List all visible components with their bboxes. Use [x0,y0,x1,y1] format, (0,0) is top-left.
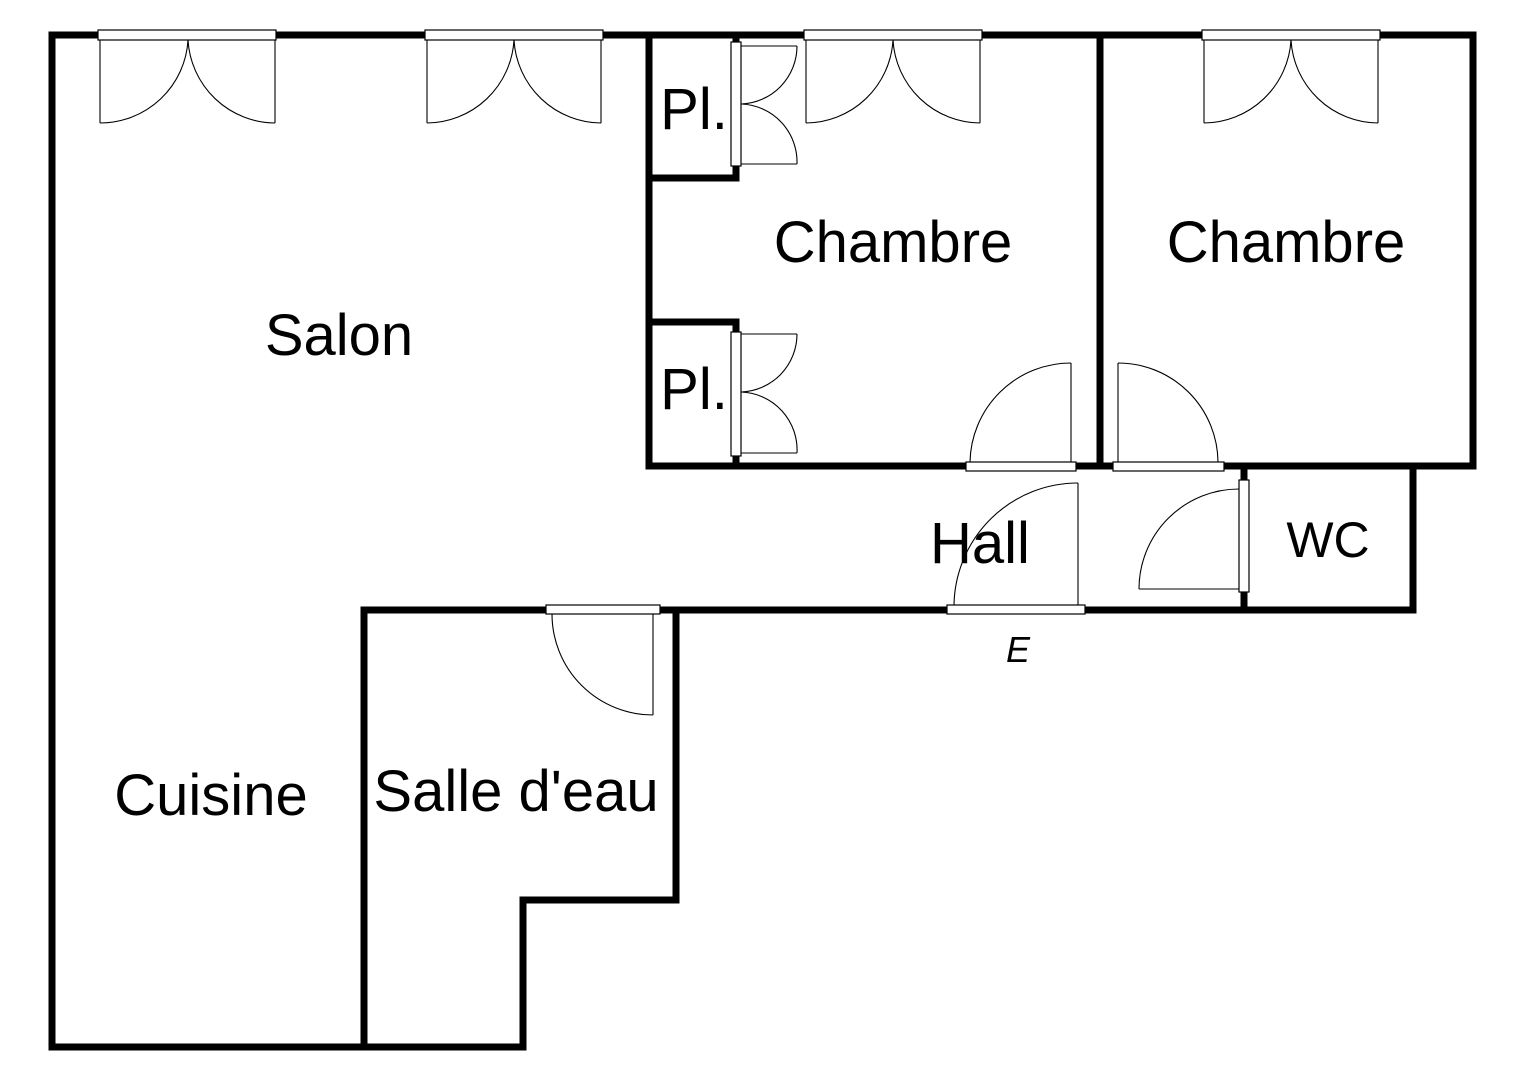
placard-2-door-opening [730,331,742,457]
placard-doors [730,41,798,457]
room-labels: Salon Chambre Chambre Pl. Pl. Hall WC Cu… [114,77,1405,828]
placard-2-label: Pl. [660,357,728,422]
salon-window-2-arc-left [426,39,515,124]
salle-deau-door-arc [551,613,654,716]
placard-1-arc-bottom [740,103,798,165]
chambre-1-label: Chambre [774,210,1013,275]
chambre-1-door-arc [969,362,1072,463]
interior-doors [545,362,1250,716]
entrance-door-arc [953,482,1079,606]
chambre-1-window [803,29,983,41]
cuisine-label: Cuisine [114,763,307,828]
salon-label: Salon [265,303,413,368]
placard-1-door-opening [730,41,742,167]
chambre-1-window-arc-right [892,39,981,124]
windows [97,29,1381,124]
wc-door-opening [1238,479,1250,593]
entrance-label: E [1006,629,1031,670]
salon-window-2 [424,29,604,41]
salon-window-1-arc-right [187,39,276,124]
chambre-2-window [1201,29,1381,41]
chambre-2-door-arc [1117,362,1219,463]
placard-2-arc-top [740,333,798,393]
chambre-divider-wall [1096,31,1477,470]
chambre-1-door-opening [965,461,1077,472]
chambre-2-window-arc-left [1203,39,1292,124]
entrance-door-opening [946,604,1086,615]
chambre-1-window-arc-left [805,39,894,124]
salle-deau-door-opening [545,604,661,615]
placard-2-arc-bottom [740,391,798,454]
wc-door-arc [1138,488,1240,590]
salon-window-1-arc-left [99,39,189,124]
placard-1-label: Pl. [660,77,728,142]
salle-deau-label: Salle d'eau [373,759,658,824]
chambre-2-window-arc-right [1290,39,1379,124]
placard-1-arc-top [740,45,798,105]
salon-window-1 [97,29,277,41]
outer-wall [48,31,1477,1051]
chambre-2-door-opening [1112,461,1225,472]
wc-label: WC [1286,512,1369,568]
salon-window-2-arc-right [513,39,602,124]
hall-label: Hall [930,511,1030,576]
walls [48,31,1477,1051]
chambre-2-label: Chambre [1167,210,1406,275]
